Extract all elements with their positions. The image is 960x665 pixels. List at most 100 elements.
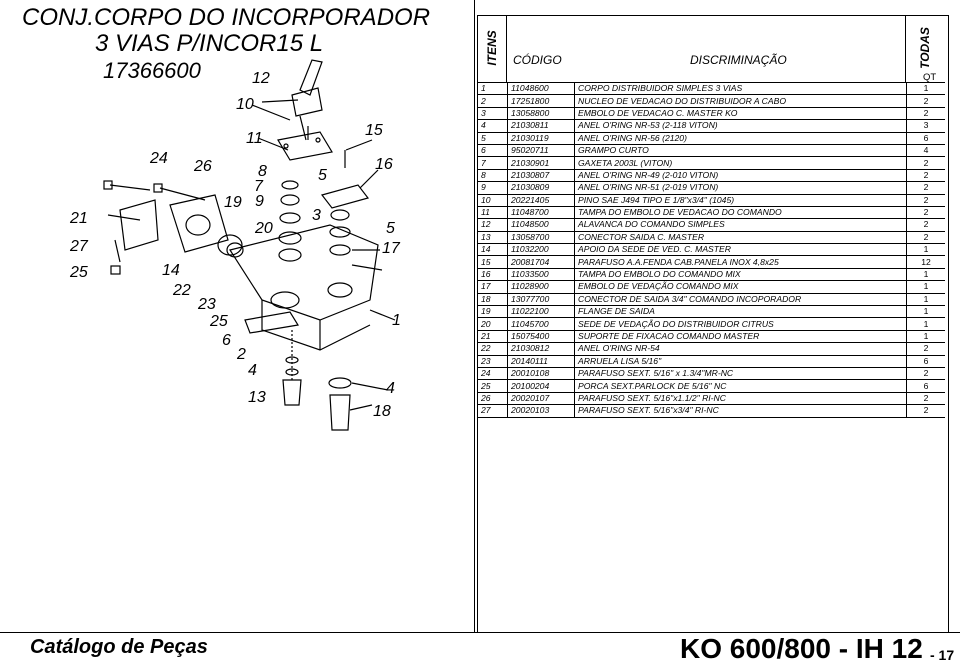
header-qt: QT xyxy=(923,72,937,83)
part-code: 21030901 xyxy=(507,156,575,170)
header-codigo: CÓDIGO xyxy=(513,53,562,67)
part-quantity: 1 xyxy=(906,317,945,331)
callout-6: 6 xyxy=(222,332,231,349)
item-number: 4 xyxy=(478,119,508,133)
part-description: ANEL O'RING NR-51 (2-019 VITON) xyxy=(574,181,907,195)
part-description: CONECTOR DE SAIDA 3/4" COMANDO INCOPORAD… xyxy=(574,292,907,307)
part-description: ANEL O'RING NR-49 (2-010 VITON) xyxy=(574,168,907,183)
callout-20: 20 xyxy=(255,220,273,237)
callout-1: 1 xyxy=(392,312,401,329)
part-code: 20020103 xyxy=(507,404,575,418)
item-number: 7 xyxy=(478,156,508,170)
header-discriminacao: DISCRIMINAÇÃO xyxy=(690,53,787,67)
item-number: 8 xyxy=(478,168,508,183)
part-quantity: 6 xyxy=(906,379,945,393)
assembly-title: CONJ.CORPO DO INCORPORADOR xyxy=(22,4,431,31)
exploded-view-panel: CONJ.CORPO DO INCORPORADOR 3 VIAS P/INCO… xyxy=(0,0,475,632)
callout-12: 12 xyxy=(252,70,270,87)
callout-3: 3 xyxy=(312,207,321,224)
part-code: 20221405 xyxy=(507,193,575,207)
part-code: 21030807 xyxy=(507,168,575,183)
part-quantity: 1 xyxy=(906,267,945,282)
part-description: ANEL O'RING NR-53 (2-118 VITON) xyxy=(574,119,907,133)
callout-9: 9 xyxy=(255,193,264,210)
header-divider xyxy=(905,15,906,82)
item-number: 25 xyxy=(478,379,508,393)
part-code: 21030809 xyxy=(507,181,575,195)
part-quantity: 2 xyxy=(906,106,945,121)
callout-13: 13 xyxy=(248,389,266,406)
item-number: 6 xyxy=(478,143,508,158)
part-code: 11028900 xyxy=(507,280,575,294)
part-code: 13058800 xyxy=(507,106,575,121)
item-number: 2 xyxy=(478,94,508,108)
callout-4a: 4 xyxy=(248,362,257,379)
callout-23: 23 xyxy=(198,296,216,313)
callout-14: 14 xyxy=(162,262,180,279)
part-code: 20140111 xyxy=(507,354,575,369)
item-number: 12 xyxy=(478,218,508,232)
part-quantity: 2 xyxy=(906,205,945,220)
part-quantity: 2 xyxy=(906,181,945,195)
callout-8: 8 xyxy=(258,163,267,180)
part-code: 11048600 xyxy=(507,81,575,96)
part-description: FLANGE DE SAIDA xyxy=(574,305,907,319)
part-quantity: 2 xyxy=(906,230,945,245)
item-number: 16 xyxy=(478,267,508,282)
part-description: ANEL O'RING NR-56 (2120) xyxy=(574,131,907,145)
part-description: GRAMPO CURTO xyxy=(574,143,907,158)
part-quantity: 2 xyxy=(906,168,945,183)
part-code: 21030811 xyxy=(507,119,575,133)
part-code: 11048700 xyxy=(507,205,575,220)
item-number: 14 xyxy=(478,243,508,257)
callout-19: 19 xyxy=(224,194,242,211)
part-quantity: 2 xyxy=(906,391,945,406)
part-description: TAMPA DO EMBOLO DO COMANDO MIX xyxy=(574,267,907,282)
part-description: APOIO DA SEDE DE VED. C. MASTER xyxy=(574,243,907,257)
part-quantity: 3 xyxy=(906,119,945,133)
part-code: 11048500 xyxy=(507,218,575,232)
part-code: 21030119 xyxy=(507,131,575,145)
header-todas: TODAS xyxy=(918,27,932,69)
callout-11: 11 xyxy=(246,130,263,147)
item-number: 26 xyxy=(478,391,508,406)
part-quantity: 1 xyxy=(906,81,945,96)
header-divider xyxy=(506,15,507,82)
item-number: 20 xyxy=(478,317,508,331)
part-quantity: 6 xyxy=(906,131,945,145)
parts-list-frame xyxy=(477,15,949,633)
part-code: 11033500 xyxy=(507,267,575,282)
part-code: 20020107 xyxy=(507,391,575,406)
model-label: KO 600/800 - IH 12 xyxy=(680,633,923,664)
callout-5b: 5 xyxy=(386,220,395,237)
callout-15: 15 xyxy=(365,122,383,139)
part-quantity: 2 xyxy=(906,342,945,356)
part-quantity: 2 xyxy=(906,366,945,381)
item-number: 13 xyxy=(478,230,508,245)
part-code: 13077700 xyxy=(507,292,575,307)
callout-22: 22 xyxy=(173,282,191,299)
item-number: 11 xyxy=(478,205,508,220)
assembly-subtitle: 3 VIAS P/INCOR15 L xyxy=(95,30,324,57)
callout-18: 18 xyxy=(373,403,391,420)
part-quantity: 1 xyxy=(906,243,945,257)
part-description: SEDE DE VEDAÇÃO DO DISTRIBUIDOR CITRUS xyxy=(574,317,907,331)
part-description: PINO SAE J494 TIPO E 1/8"x3/4" (1045) xyxy=(574,193,907,207)
part-quantity: 2 xyxy=(906,193,945,207)
part-description: EMBOLO DE VEDACAO C. MASTER KO xyxy=(574,106,907,121)
